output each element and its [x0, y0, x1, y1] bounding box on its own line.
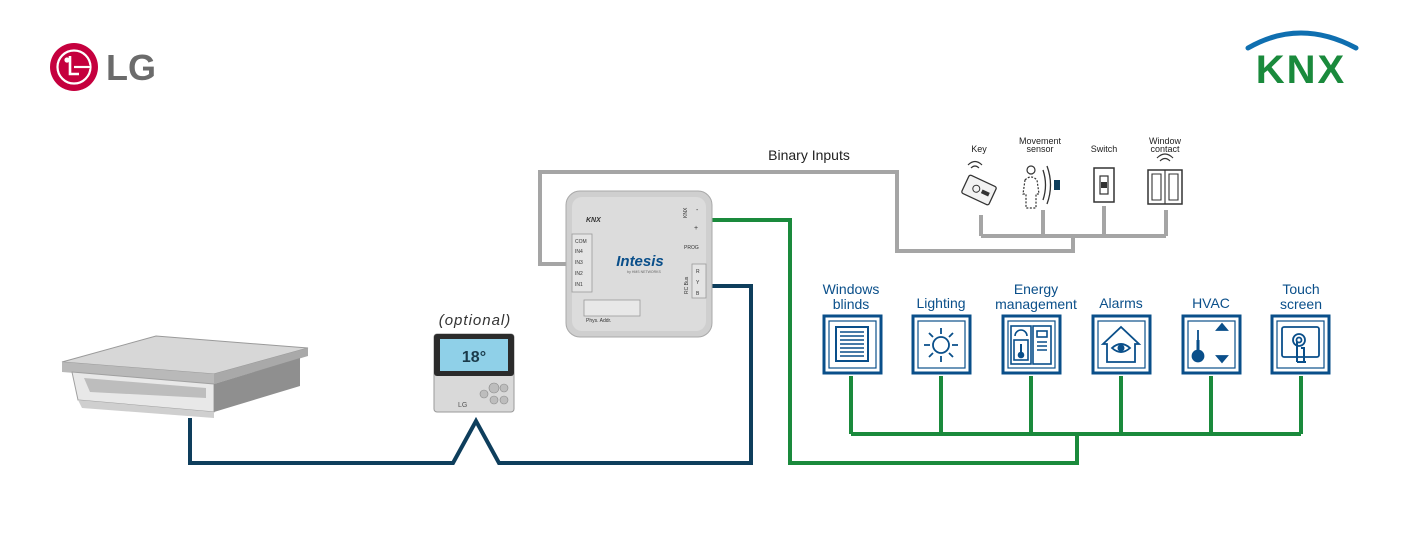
gateway-input-com: COM	[575, 239, 587, 245]
hvac-thermometer-icon	[1191, 322, 1229, 364]
gateway-phys-addr: Phys. Addr.	[586, 318, 611, 324]
gateway-knx-plus: +	[694, 225, 698, 232]
knx-logo: KNX	[1245, 30, 1359, 92]
gateway-rc-bus: RC Bus	[684, 276, 690, 294]
knx-device-label-touch-2: screen	[1280, 296, 1322, 312]
gateway-rc-b: B	[696, 291, 700, 297]
window-contact-icon	[1147, 153, 1183, 205]
knx-device-label-energy-2: management	[995, 296, 1077, 312]
knx-device-label-alarms: Alarms	[1099, 295, 1143, 311]
gateway-byline: by HMS NETWORKS	[627, 270, 661, 274]
wall-switch-icon	[1093, 167, 1115, 203]
lg-logo: LG	[50, 43, 156, 91]
binary-input-label-key: Key	[971, 144, 987, 154]
gateway-rc-r: R	[696, 269, 700, 275]
svg-text:18°: 18°	[462, 349, 486, 366]
remote-brand: LG	[458, 402, 467, 409]
knx-device-label-lighting: Lighting	[916, 295, 965, 311]
lighting-icon	[924, 328, 958, 362]
gateway-rc-y: Y	[696, 280, 700, 286]
rc-bus-wire	[188, 284, 753, 465]
knx-device-tile-insets	[828, 320, 1325, 369]
binary-input-label-window-2: contact	[1150, 144, 1180, 154]
alarm-house-icon	[1100, 325, 1142, 363]
knx-device-label-hvac: HVAC	[1192, 295, 1230, 311]
gateway-input-in3: IN3	[575, 260, 583, 266]
knx-device-label-blinds-1: Windows	[823, 281, 880, 297]
ducted-ac-unit-icon	[61, 335, 309, 418]
gateway-knx-badge: KNX	[586, 217, 602, 224]
input-terminal-block	[571, 233, 593, 293]
gateway-input-in1: IN1	[575, 282, 583, 288]
gateway-input-in4: IN4	[575, 249, 583, 255]
phys-addr-box	[583, 299, 641, 317]
knx-bus-wire	[712, 218, 1303, 465]
binary-input-label-movement-2: sensor	[1026, 144, 1053, 154]
lg-logo-text: LG	[106, 47, 156, 88]
gateway-port-knx: KNX	[683, 207, 689, 218]
knx-logo-text: KNX	[1256, 48, 1346, 92]
gateway-prog-label: PROG	[684, 245, 699, 251]
knx-arc-icon	[1245, 30, 1359, 51]
binary-input-label-movement-1: Movement	[1019, 136, 1062, 146]
optional-label: (optional)	[439, 312, 512, 329]
knx-device-labels: Windows blinds Lighting Energy managemen…	[823, 281, 1322, 312]
knx-device-tiles	[822, 314, 1331, 375]
wired-remote-controller: 18° LG	[433, 333, 515, 413]
window-blinds-icon	[835, 326, 869, 362]
binary-input-label-switch: Switch	[1091, 144, 1118, 154]
binary-inputs-title: Binary Inputs	[768, 147, 850, 163]
energy-management-icon	[1010, 325, 1052, 365]
knx-device-label-blinds-2: blinds	[833, 296, 870, 312]
knx-device-label-touch-1: Touch	[1282, 281, 1319, 297]
binary-input-label-window-1: Window	[1149, 136, 1182, 146]
touch-screen-icon	[1281, 326, 1320, 363]
key-card-icon	[961, 160, 997, 206]
lg-face-logo-icon	[50, 43, 98, 91]
gateway-input-in2: IN2	[575, 271, 583, 277]
gateway-brand: Intesis	[616, 253, 664, 270]
gateway-knx-minus: -	[696, 207, 699, 214]
rc-bus-terminal	[691, 263, 707, 299]
knx-device-label-energy-1: Energy	[1014, 281, 1058, 297]
remote-lcd-screen	[440, 339, 508, 371]
intesis-gateway: KNX Intesis by HMS NETWORKS COM IN4 IN3 …	[565, 190, 713, 338]
movement-sensor-icon	[1022, 165, 1060, 209]
binary-inputs-wire	[538, 170, 1168, 266]
